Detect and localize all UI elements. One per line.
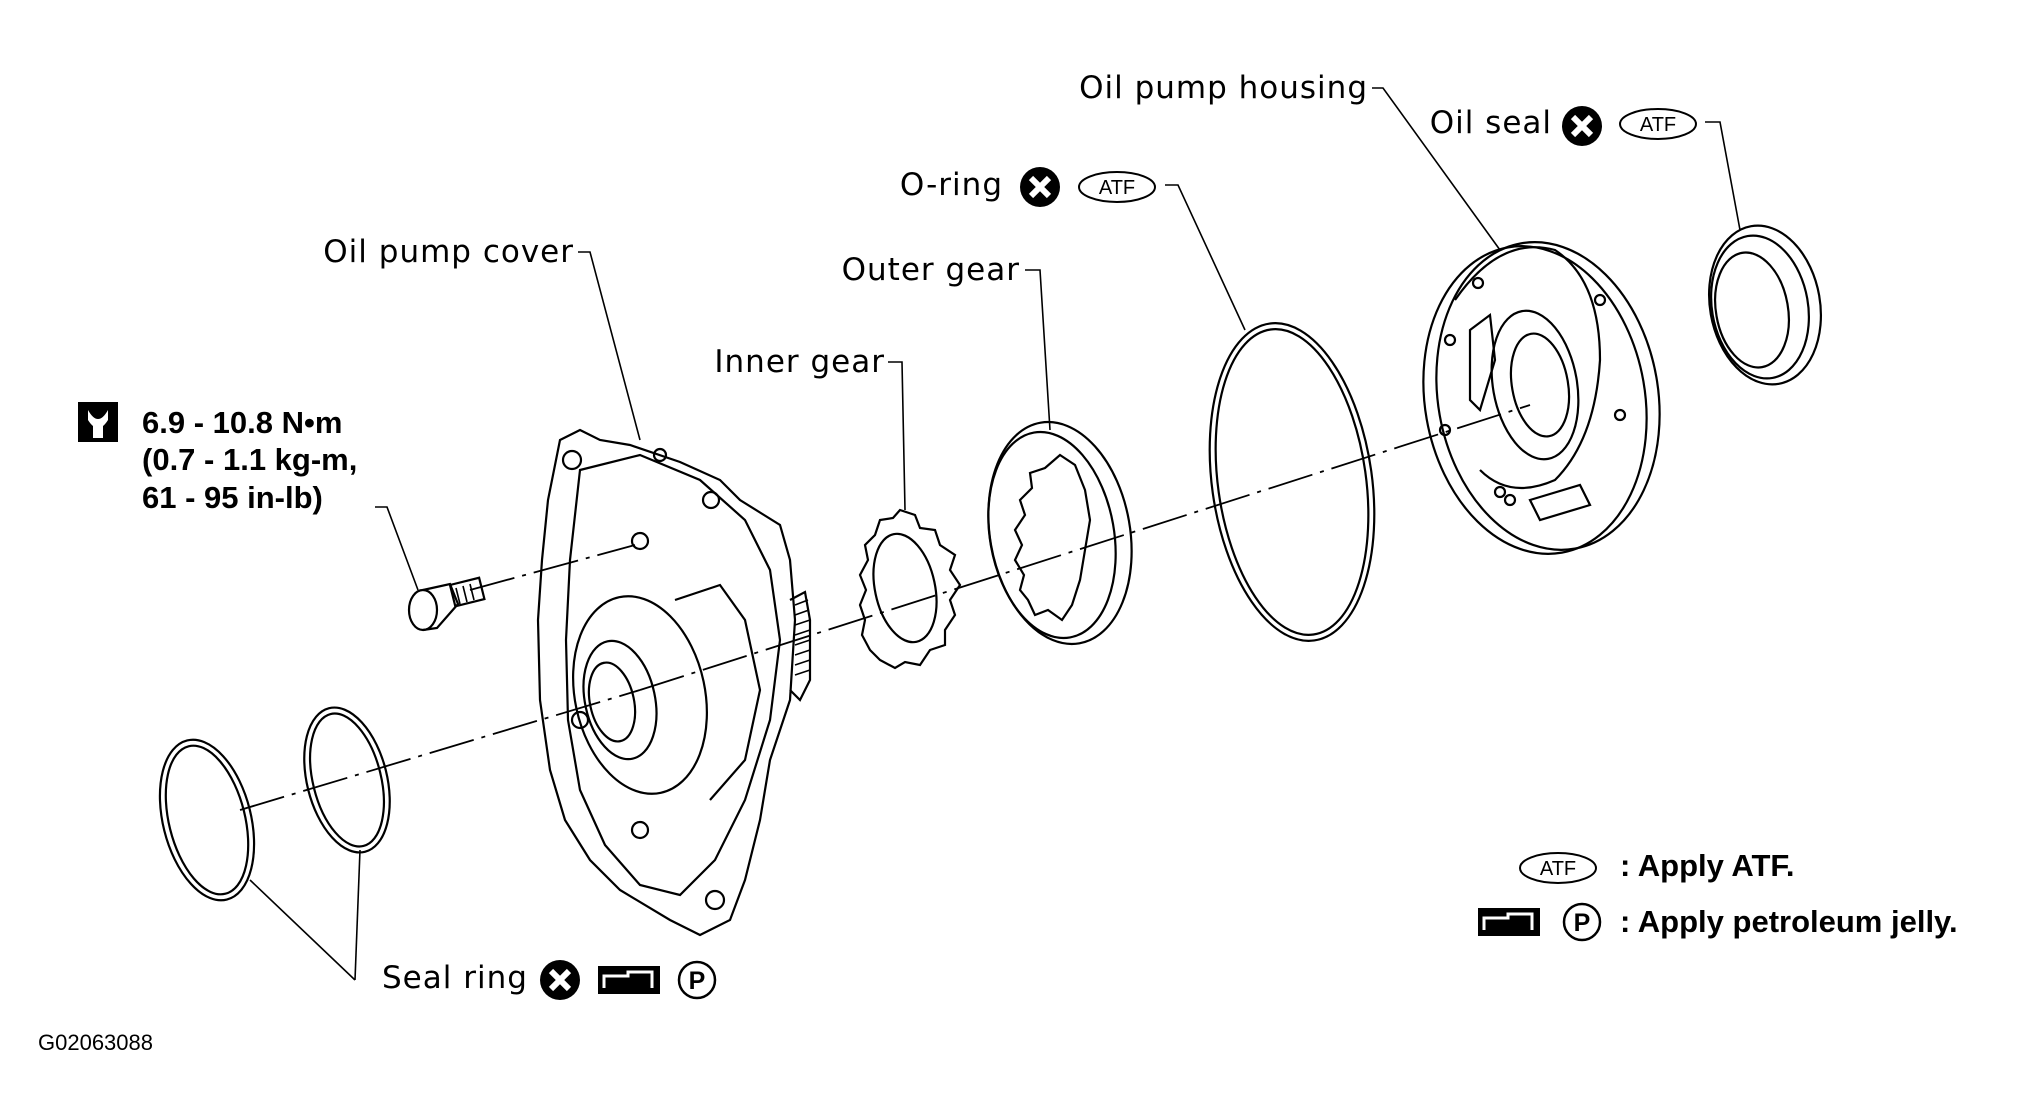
seal-ring-left	[158, 738, 256, 902]
bolt	[407, 576, 486, 632]
legend-petroleum-jelly: P : Apply petroleum jelly.	[1478, 902, 1958, 942]
legend-atf: ATF : Apply ATF.	[1519, 848, 1795, 884]
svg-text:ATF: ATF	[1640, 114, 1676, 136]
petroleum-jelly-icon	[598, 966, 660, 994]
label-outer-gear: Outer gear	[842, 252, 1020, 288]
o-ring	[1208, 322, 1376, 642]
replace-x-icon	[1020, 167, 1060, 207]
label-oil-pump-cover: Oil pump cover	[323, 234, 574, 270]
label-seal-ring: Seal ring	[382, 960, 528, 996]
petroleum-p-icon: P	[677, 960, 717, 1000]
replace-x-icon	[540, 960, 580, 1000]
torque-spec-line2: (0.7 - 1.1 kg-m,	[142, 442, 357, 477]
svg-text:ATF: ATF	[1540, 858, 1576, 880]
inner-gear	[858, 508, 962, 670]
legend-jelly-text: : Apply petroleum jelly.	[1620, 904, 1958, 939]
seal-ring-right	[303, 706, 391, 854]
torque-spec-line1: 6.9 - 10.8 N•m	[142, 405, 342, 440]
svg-text:P: P	[689, 967, 706, 995]
label-inner-gear: Inner gear	[714, 344, 885, 380]
oil-pump-cover	[536, 428, 812, 937]
atf-icon: ATF	[1619, 108, 1697, 140]
leader-lines	[249, 87, 1741, 981]
atf-icon: ATF	[1519, 852, 1597, 884]
center-axis-lines	[239, 404, 1531, 811]
figure-id: G02063088	[38, 1030, 153, 1055]
label-o-ring: O-ring	[900, 167, 1003, 203]
oil-pump-housing	[1422, 241, 1661, 555]
svg-text:P: P	[1574, 909, 1591, 937]
oil-seal	[1707, 224, 1823, 386]
atf-icon: ATF	[1078, 171, 1156, 203]
label-oil-pump-housing: Oil pump housing	[1079, 70, 1368, 106]
label-oil-seal: Oil seal	[1430, 105, 1552, 141]
torque-spec-line3: 61 - 95 in-lb)	[142, 480, 323, 515]
legend-atf-text: : Apply ATF.	[1620, 848, 1795, 883]
petroleum-jelly-icon	[1478, 908, 1540, 936]
svg-text:ATF: ATF	[1099, 177, 1135, 199]
outer-gear	[987, 420, 1133, 646]
replace-x-icon	[1562, 106, 1602, 146]
torque-wrench-icon	[78, 402, 118, 442]
petroleum-p-icon: P	[1562, 902, 1602, 942]
